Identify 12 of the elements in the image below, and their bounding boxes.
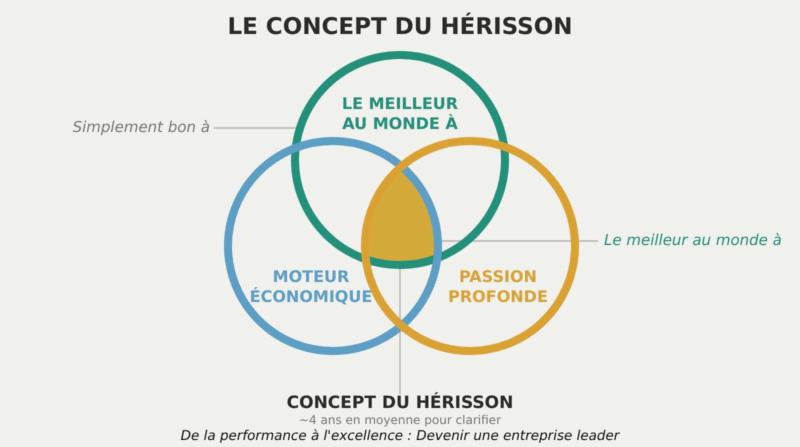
circle-label: LE MEILLEUR AU MONDE À bbox=[340, 94, 460, 134]
note-text: ~4 ans en moyenne pour clarifier bbox=[298, 413, 502, 427]
title: LE CONCEPT DU HÉRISSON bbox=[226, 14, 574, 40]
annotation-text: Simplement bon à bbox=[60, 118, 210, 136]
venn-circle bbox=[290, 50, 510, 270]
circle-label: PASSION PROFONDE bbox=[447, 267, 549, 307]
venn-circle bbox=[223, 136, 443, 356]
concept-heading: CONCEPT DU HÉRISSON bbox=[286, 393, 514, 413]
circle-label: MOTEUR ÉCONOMIQUE bbox=[248, 267, 374, 307]
annotation-text: Le meilleur au monde à bbox=[604, 231, 794, 249]
leader-line bbox=[214, 127, 299, 129]
caption: De la performance à l'excellence : Devenir une entreprise leader bbox=[180, 428, 621, 444]
